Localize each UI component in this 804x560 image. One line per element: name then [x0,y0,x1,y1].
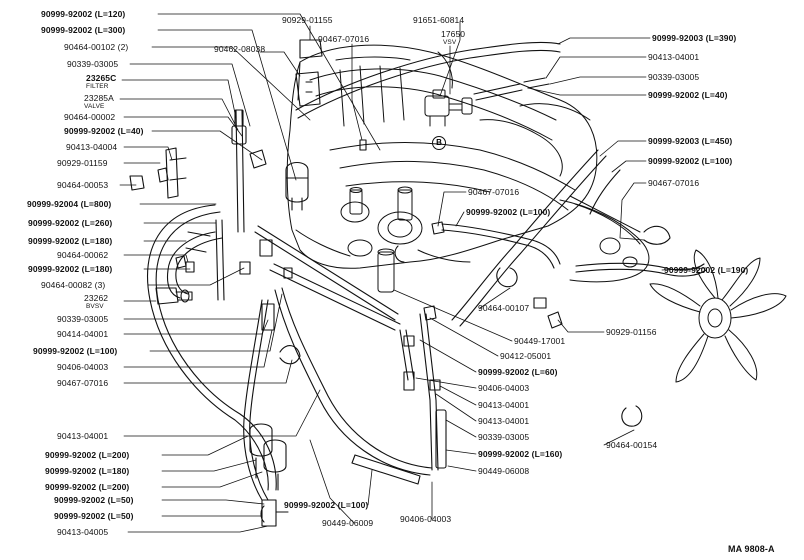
label-90449-06008: 90449-06008 [478,466,530,476]
label-90413-04004: 90413-04004 [66,142,118,152]
label-hose-l100-left: 90999-92002 (L=100) [33,346,118,356]
label-90467-07016-left: 90467-07016 [57,378,109,388]
label-90339-03005-a: 90339-03005 [67,59,119,69]
label-90449-06009: 90449-06009 [322,518,374,528]
label-90414-04001: 90414-04001 [57,329,109,339]
label-90464-00053: 90464-00053 [57,180,109,190]
label-hose-l50-a: 90999-92002 (L=50) [54,495,134,505]
label-filter-name: FILTER [86,83,109,90]
label-hose-l390: 90999-92003 (L=390) [652,33,737,43]
label-90406-04003-left: 90406-04003 [57,362,109,372]
label-hose-l180-a: 90999-92002 (L=180) [28,236,113,246]
label-filter-part: 23265C [86,73,117,83]
label-90412-05001: 90412-05001 [500,351,552,361]
label-hose-l100-bottom: 90999-92002 (L=100) [284,500,369,510]
label-hose-l60: 90999-92002 (L=60) [478,367,558,377]
label-hose-l160: 90999-92002 (L=160) [478,449,563,459]
leader-lines-right [259,21,707,524]
label-valve-part: 23285A [84,93,114,103]
label-hose-l300: 90999-92002 (L=300) [41,25,126,35]
label-hose-l800: 90999-92004 (L=800) [27,199,112,209]
label-90467-07016-center: 90467-07016 [468,187,520,197]
label-90464-00062: 90464-00062 [57,250,109,260]
vacuum-hoses [146,41,707,501]
label-90929-01156: 90929-01156 [606,327,657,337]
label-hose-l40-left: 90999-92002 (L=40) [64,126,144,136]
label-90467-07016-top: 90467-07016 [318,34,370,44]
label-90449-17001: 90449-17001 [514,336,566,346]
label-valve-name: VALVE [84,103,105,110]
components [129,39,671,527]
label-hose-l190: 90999-92002 (L=190) [664,265,749,275]
label-hose-l40-right: 90999-92002 (L=40) [648,90,728,100]
label-90406-04003-center: 90406-04003 [478,383,530,393]
label-90467-07016-right: 90467-07016 [648,178,700,188]
label-clip-90464-00102: 90464-00102 (2) [64,42,129,52]
label-90464-00082: 90464-00082 (3) [41,280,106,290]
label-bvsv-name: BVSV [86,303,104,310]
label-90464-00154: 90464-00154 [606,440,658,450]
label-90339-03005-right: 90339-03005 [648,72,700,82]
label-hose-l200-b: 90999-92002 (L=200) [45,482,130,492]
label-91651-60814: 91651-60814 [413,15,465,25]
label-hose-l100-center: 90999-92002 (L=100) [466,207,551,217]
label-hose-l120: 90999-92002 (L=120) [41,9,126,19]
label-90929-01155: 90929-01155 [282,15,333,25]
label-90929-01159: 90929-01159 [57,158,108,168]
label-90413-04001-c2: 90413-04001 [478,416,530,426]
label-hose-l260: 90999-92002 (L=260) [28,218,113,228]
label-hose-l450: 90999-92003 (L=450) [648,136,733,146]
cooling-fan [649,249,787,383]
label-90413-04001-right: 90413-04001 [648,52,700,62]
label-90413-04005: 90413-04005 [57,527,109,537]
label-hose-l200-a: 90999-92002 (L=200) [45,450,130,460]
label-vsv-name: VSV [443,39,457,46]
label-hose-l180-c: 90999-92002 (L=180) [45,466,130,476]
label-hose-l180-b: 90999-92002 (L=180) [28,264,113,274]
label-vsv-part: 17650 [441,29,466,39]
label-bvsv-part: 23262 [84,293,109,303]
label-90464-00002: 90464-00002 [64,112,116,122]
label-hose-l50-b: 90999-92002 (L=50) [54,511,134,521]
reference-code: MA 9808-A [728,544,775,554]
label-90339-03005-center: 90339-03005 [478,432,530,442]
label-hose-l100-right: 90999-92002 (L=100) [648,156,733,166]
label-90406-04003-bottom: 90406-04003 [400,514,452,524]
label-90464-00107: 90464-00107 [478,303,530,313]
marker-b: B [432,136,446,150]
leader-lines-left [119,13,381,533]
label-90462-08038: 90462-08038 [214,44,266,54]
label-90413-04001-c1: 90413-04001 [478,400,530,410]
label-90339-03005-b: 90339-03005 [57,314,109,324]
label-90413-04001-left: 90413-04001 [57,431,109,441]
